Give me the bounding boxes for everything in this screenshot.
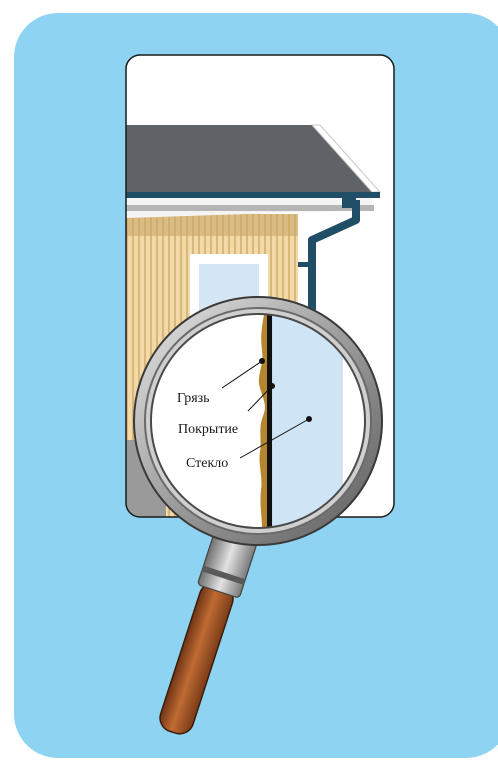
- house-gutter: [126, 192, 380, 198]
- dirt-label: Грязь: [177, 391, 210, 406]
- coating-marker: [269, 383, 275, 389]
- coating-label: Покрытие: [178, 422, 238, 437]
- glass-label: Стекло: [186, 456, 228, 471]
- dirt-marker: [259, 358, 265, 364]
- glass-marker: [306, 416, 312, 422]
- coating-layer: [267, 300, 272, 540]
